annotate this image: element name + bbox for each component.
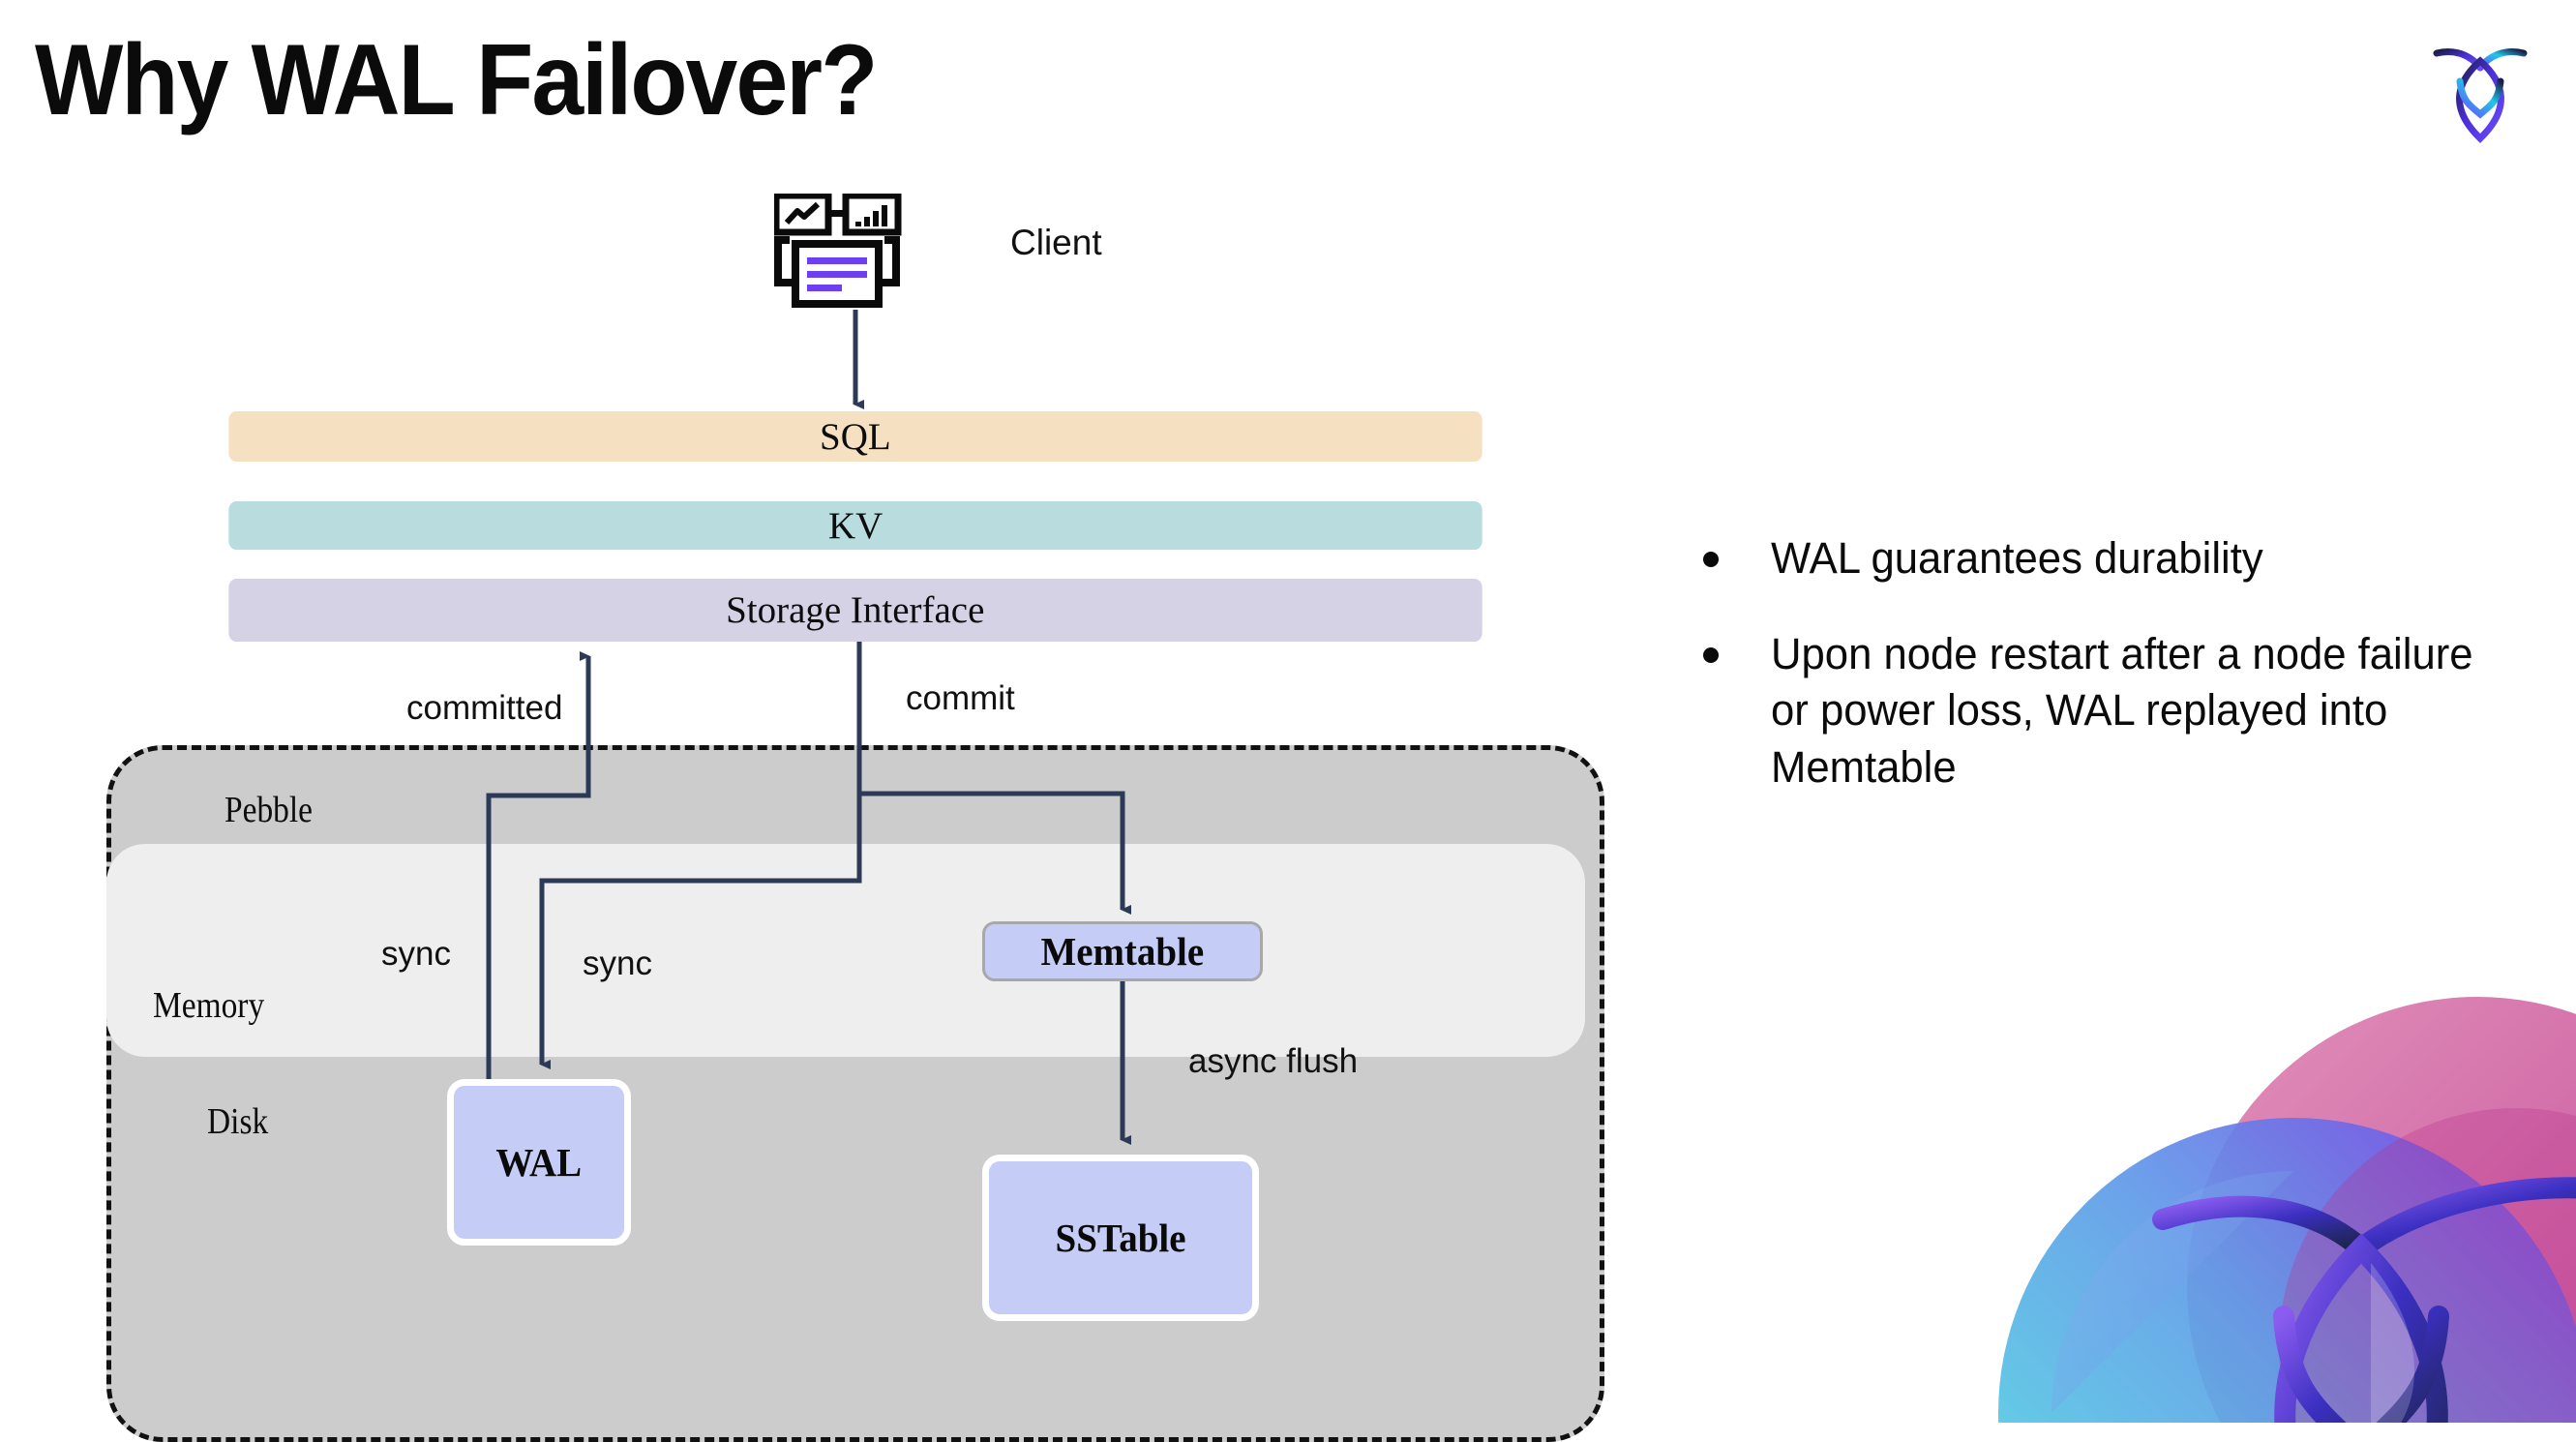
pebble-label: Pebble bbox=[225, 790, 314, 830]
node-memtable-label: Memtable bbox=[1040, 929, 1205, 974]
disk-label: Disk bbox=[207, 1101, 269, 1142]
list-item: Upon node restart after a node failure o… bbox=[1703, 626, 2535, 796]
layer-bar-storage-interface: Storage Interface bbox=[228, 579, 1483, 642]
node-wal: WAL bbox=[447, 1079, 631, 1246]
decorative-gradient-circles bbox=[1998, 997, 2576, 1423]
memory-label: Memory bbox=[153, 985, 265, 1026]
edge-label-commit: commit bbox=[906, 679, 1015, 717]
layer-bar-storage-interface-label: Storage Interface bbox=[726, 589, 985, 631]
client-monitor-icon bbox=[774, 194, 902, 308]
bullet-text: WAL guarantees durability bbox=[1771, 533, 2263, 583]
bullet-dot-icon bbox=[1703, 552, 1719, 567]
layer-bar-sql: SQL bbox=[228, 411, 1483, 462]
edge-label-committed: committed bbox=[406, 689, 563, 727]
edge-label-sync-right: sync bbox=[583, 945, 652, 982]
node-sstable-label: SSTable bbox=[1055, 1216, 1186, 1260]
list-item: WAL guarantees durability bbox=[1703, 530, 2535, 587]
bullet-list: WAL guarantees durability Upon node rest… bbox=[1703, 530, 2535, 834]
node-wal-label: WAL bbox=[495, 1140, 583, 1185]
memory-zone bbox=[106, 844, 1585, 1057]
edge-label-sync-left: sync bbox=[381, 935, 451, 973]
client-label: Client bbox=[1010, 223, 1102, 262]
bullet-text: Upon node restart after a node failure o… bbox=[1771, 628, 2473, 792]
node-sstable: SSTable bbox=[982, 1155, 1259, 1321]
cockroach-logo-icon bbox=[2433, 48, 2528, 143]
layer-bar-kv: KV bbox=[228, 501, 1483, 550]
edge-label-async-flush: async flush bbox=[1188, 1042, 1359, 1080]
layer-bar-kv-label: KV bbox=[827, 504, 884, 547]
page-title: Why WAL Failover? bbox=[35, 24, 878, 136]
layer-bar-sql-label: SQL bbox=[820, 415, 891, 458]
bullet-dot-icon bbox=[1703, 646, 1719, 663]
node-memtable: Memtable bbox=[982, 921, 1263, 981]
